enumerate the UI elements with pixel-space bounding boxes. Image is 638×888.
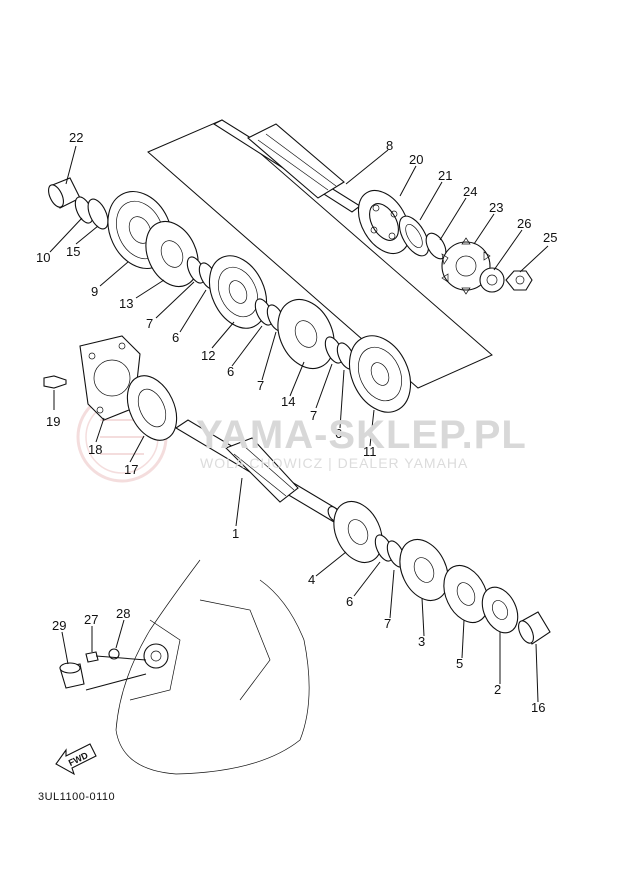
gear-2-part xyxy=(481,586,519,634)
callout-7b: 7 xyxy=(257,378,264,393)
callout-7a: 7 xyxy=(146,316,153,331)
callout-5: 5 xyxy=(456,656,463,671)
callout-6b: 6 xyxy=(227,364,234,379)
callout-28: 28 xyxy=(116,606,130,621)
drawing-code: 3UL1100-0110 xyxy=(38,791,115,803)
callout-1: 1 xyxy=(232,526,239,541)
callout-20: 20 xyxy=(409,152,423,167)
callout-22: 22 xyxy=(69,130,83,145)
callout-7c: 7 xyxy=(310,408,317,423)
gear-4-part xyxy=(333,500,383,564)
cap-29-part xyxy=(59,662,85,689)
callout-7d: 7 xyxy=(384,616,391,631)
callout-6a: 6 xyxy=(172,330,179,345)
callout-15: 15 xyxy=(66,244,80,259)
oil-seal-21-part xyxy=(398,215,430,257)
callout-27: 27 xyxy=(84,612,98,627)
callout-17: 17 xyxy=(124,462,138,477)
main-axle-assembly xyxy=(43,335,551,645)
watermark-title: YAMA-SKLEP.PL xyxy=(196,413,527,457)
callout-13: 13 xyxy=(119,296,133,311)
lock-washer-26-part xyxy=(479,267,505,293)
callout-18: 18 xyxy=(88,442,102,457)
leader-lines xyxy=(49,145,549,703)
callout-26: 26 xyxy=(517,216,531,231)
gear-14-part xyxy=(277,299,335,369)
circlip-15-part xyxy=(87,198,109,230)
callout-9: 9 xyxy=(91,284,98,299)
callout-8: 8 xyxy=(386,138,393,153)
watermark-subtitle: WOLA CHOWICZ | DEALER YAMAHA xyxy=(200,455,468,471)
callout-19: 19 xyxy=(46,414,60,429)
callout-6d: 6 xyxy=(346,594,353,609)
drive-axle-part xyxy=(212,119,361,213)
callout-2: 2 xyxy=(494,682,501,697)
callout-4: 4 xyxy=(308,572,315,587)
callout-25: 25 xyxy=(543,230,557,245)
gear-12-part xyxy=(208,255,268,329)
bearing-17-part xyxy=(126,375,178,441)
callout-29: 29 xyxy=(52,618,66,633)
nut-25-part xyxy=(505,270,533,291)
callout-23: 23 xyxy=(489,200,503,215)
screw-19-part xyxy=(43,375,67,389)
bolt-27-part xyxy=(85,651,99,663)
gear-5-part xyxy=(443,564,489,624)
callout-24: 24 xyxy=(463,184,477,199)
callout-11: 11 xyxy=(363,444,377,459)
shaft-end-part xyxy=(143,643,169,669)
needle-bearing-22-part xyxy=(48,177,81,209)
bearing-20-part xyxy=(357,190,411,254)
fwd-arrow-icon xyxy=(55,743,97,776)
callout-21: 21 xyxy=(438,168,452,183)
gear-3-part xyxy=(399,538,449,602)
gear-11-part xyxy=(348,335,412,413)
callout-14: 14 xyxy=(281,394,295,409)
callout-3: 3 xyxy=(418,634,425,649)
callout-16: 16 xyxy=(531,700,545,715)
callout-6c: 6 xyxy=(335,426,342,441)
callout-10: 10 xyxy=(36,250,50,265)
upper-shaft-assembly xyxy=(48,119,533,413)
crankcase-outline xyxy=(115,559,310,775)
callout-12: 12 xyxy=(201,348,215,363)
washer-28-part xyxy=(108,648,120,660)
gear-13-part xyxy=(145,221,199,287)
needle-bearing-16-part xyxy=(518,611,551,645)
callout-labels: 22 8 20 21 24 23 26 25 10 15 9 13 7 6 12… xyxy=(36,130,557,715)
